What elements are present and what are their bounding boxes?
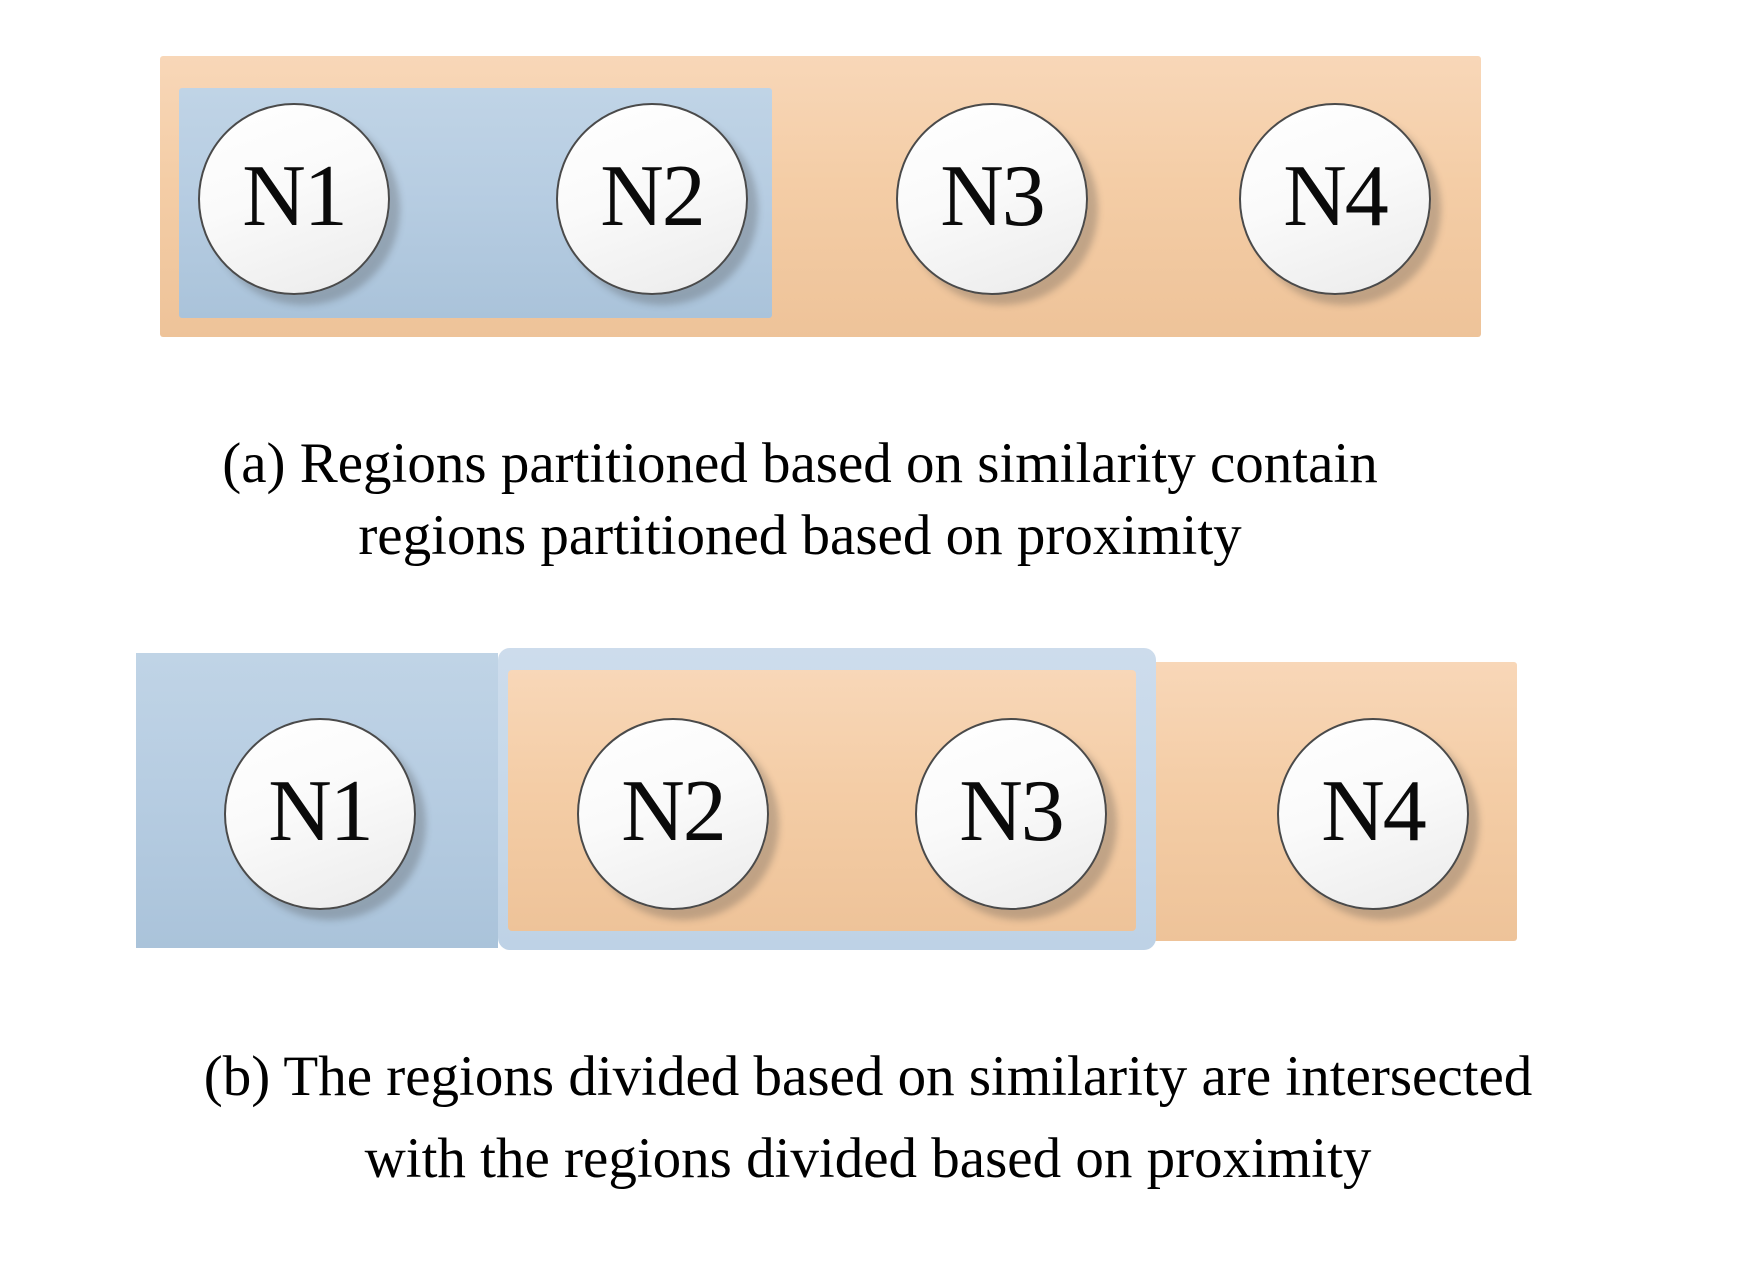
node-label: N1	[242, 148, 348, 245]
node-n4-a: N4	[1239, 103, 1431, 295]
caption-a-line1: (a) Regions partitioned based on similar…	[222, 432, 1378, 495]
caption-b: (b) The regions divided based on similar…	[15, 1036, 1721, 1200]
node-label: N3	[940, 148, 1046, 245]
node-label: N3	[959, 763, 1065, 860]
node-label: N2	[600, 148, 706, 245]
node-n1-a: N1	[198, 103, 390, 295]
node-n2-a: N2	[556, 103, 748, 295]
node-n3-b: N3	[915, 718, 1107, 910]
node-label: N4	[1321, 763, 1427, 860]
node-label: N1	[268, 763, 374, 860]
node-n4-b: N4	[1277, 718, 1469, 910]
node-n1-b: N1	[224, 718, 416, 910]
node-label: N2	[621, 763, 727, 860]
caption-a-line2: regions partitioned based on proximity	[358, 504, 1242, 567]
node-n3-a: N3	[896, 103, 1088, 295]
caption-b-line2: with the regions divided based on proxim…	[364, 1127, 1372, 1190]
caption-a: (a) Regions partitioned based on similar…	[60, 428, 1540, 572]
caption-b-line1: (b) The regions divided based on similar…	[203, 1045, 1533, 1108]
node-n2-b: N2	[577, 718, 769, 910]
node-label: N4	[1283, 148, 1389, 245]
